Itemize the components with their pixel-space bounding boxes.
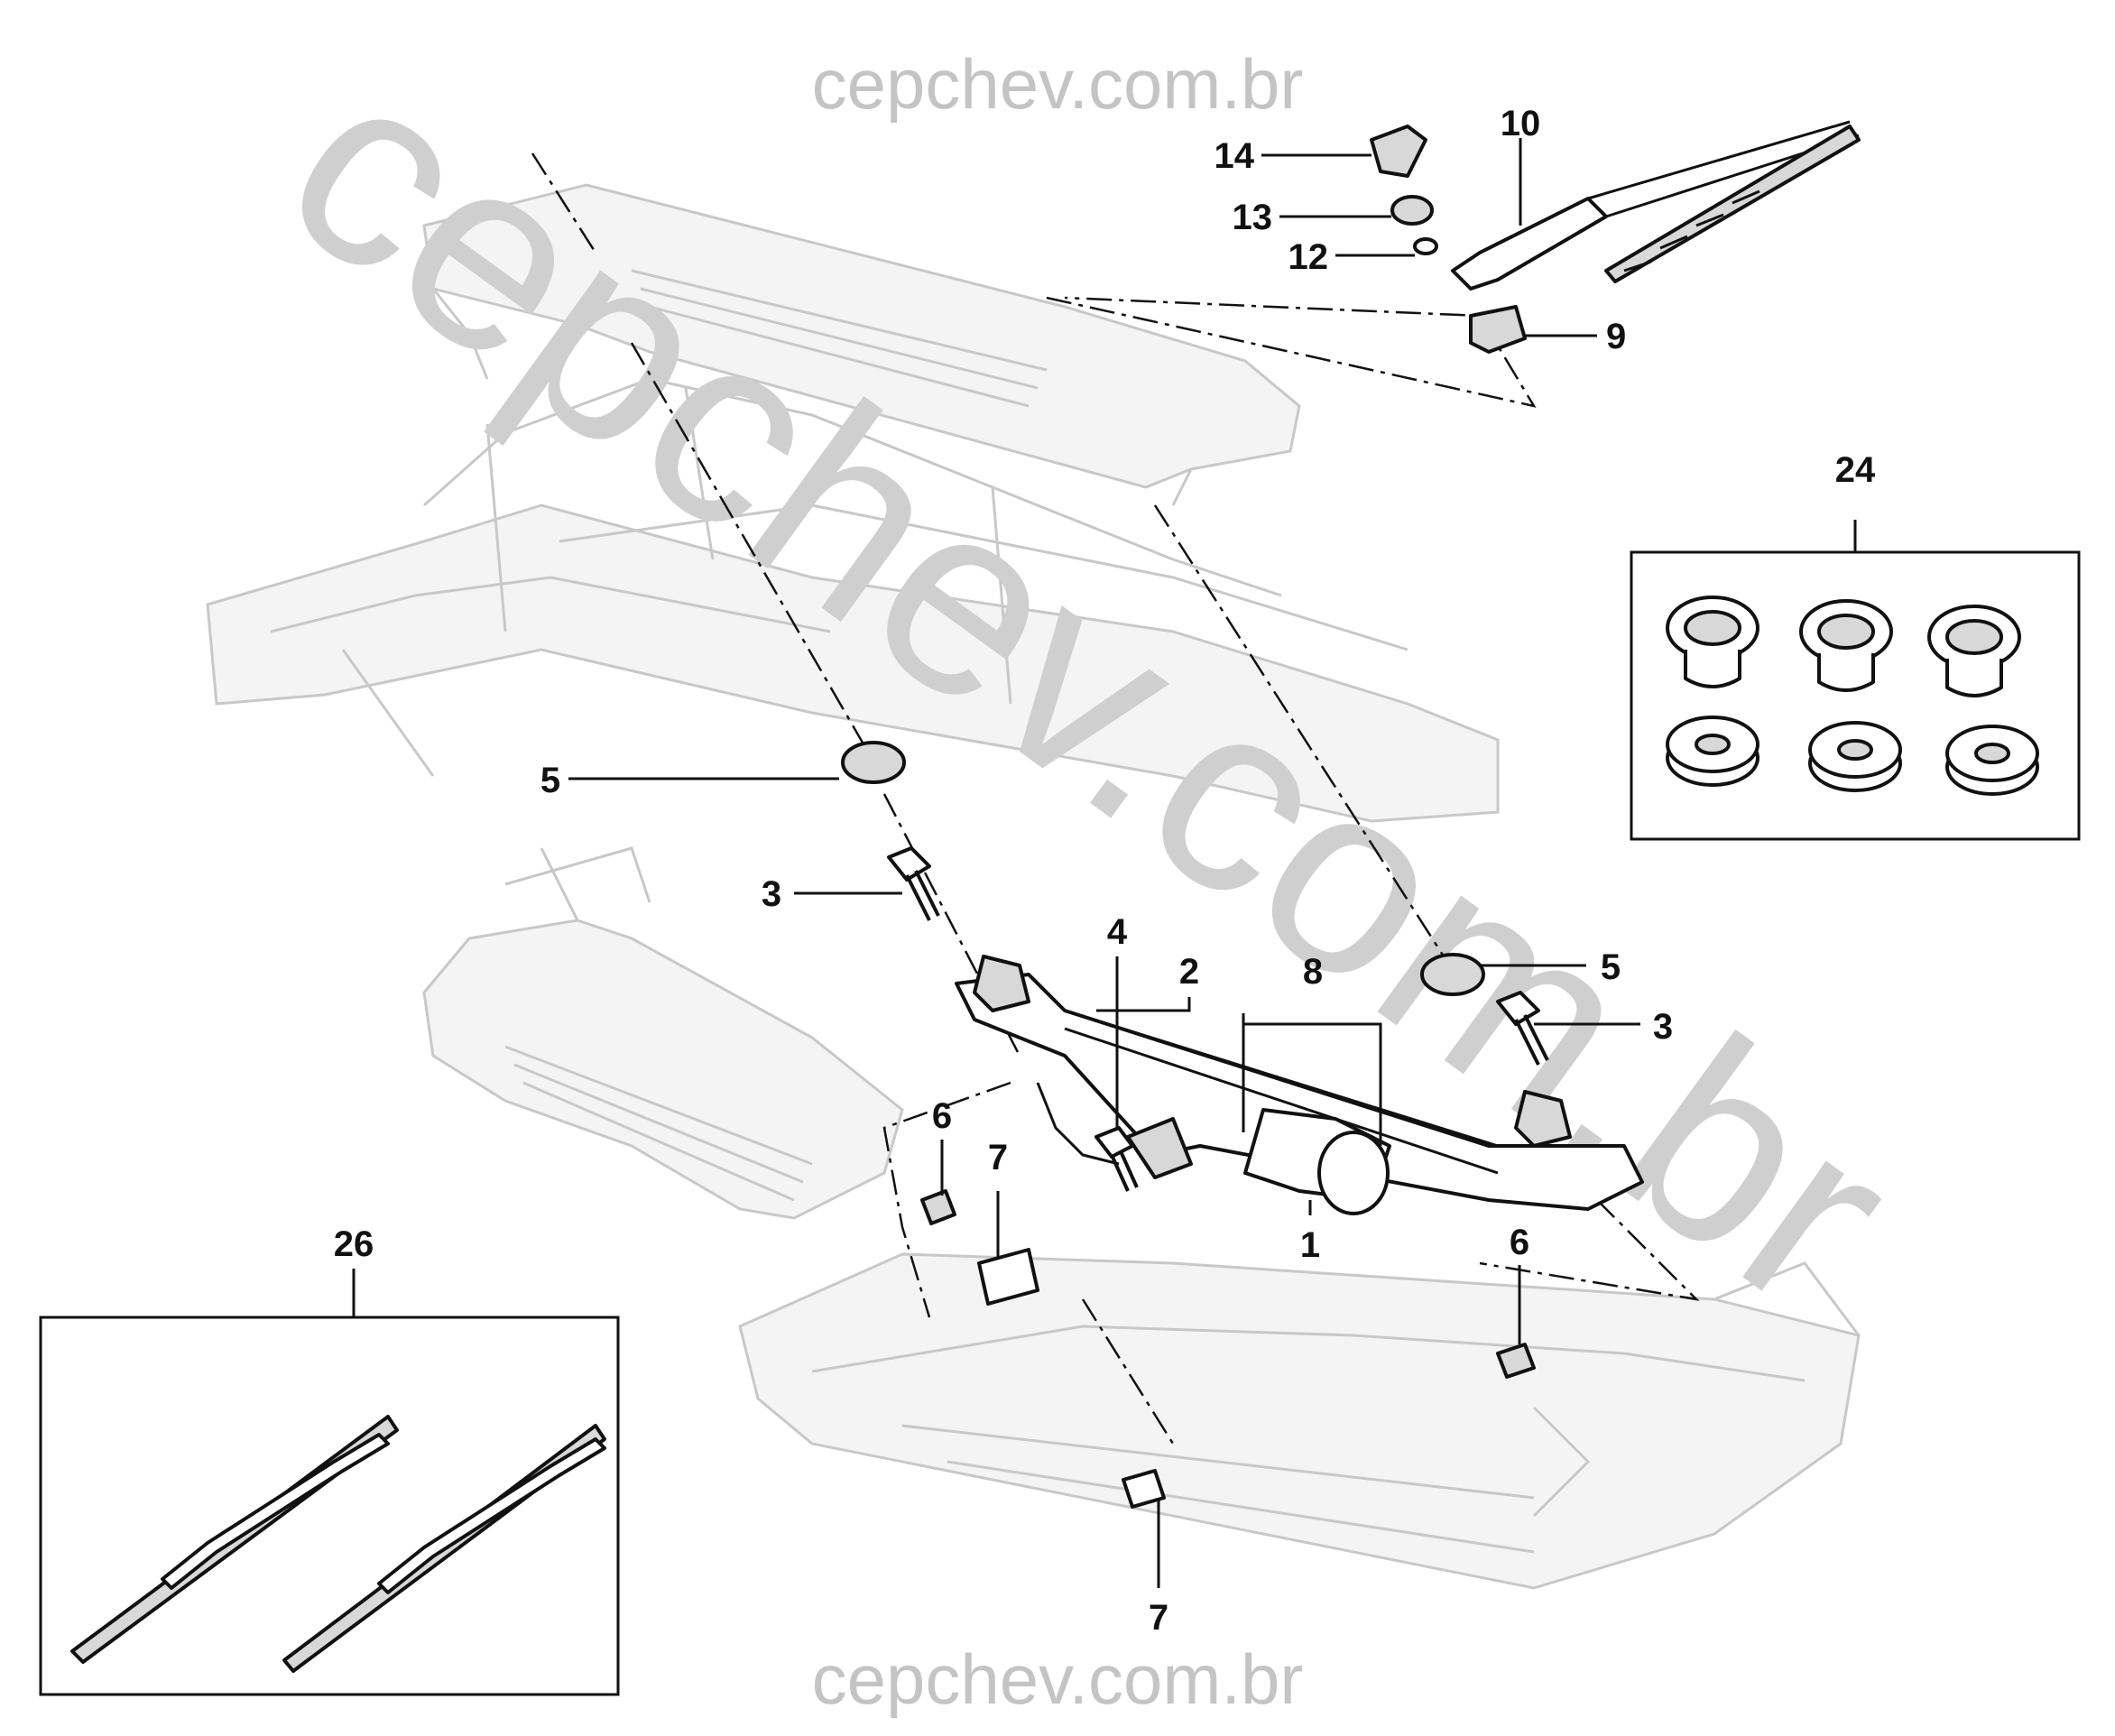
callout-9: 9 (1606, 317, 1626, 356)
leader-lines (352, 138, 1857, 1588)
callout-5-left: 5 (540, 761, 560, 800)
callout-13: 13 (1233, 198, 1273, 237)
callout-12: 12 (1288, 237, 1329, 277)
callout-5-right: 5 (1601, 947, 1621, 987)
cowl-panel-ghost (206, 183, 1500, 823)
callout-8: 8 (1303, 952, 1323, 992)
callout-6-left: 6 (932, 1096, 952, 1136)
callout-24: 24 (1835, 450, 1876, 490)
wiper-linkage-motor (955, 955, 1644, 1215)
grommets-and-bolts (841, 741, 1549, 1192)
callout-10: 10 (1501, 104, 1541, 143)
callout-14: 14 (1215, 136, 1255, 176)
grommet-set (1666, 596, 2039, 796)
callout-26: 26 (334, 1224, 374, 1264)
watermark-bottom: cepchev.com.br (812, 1639, 1304, 1719)
watermark-diagonal: cepchev.com.br (236, 9, 1944, 1367)
callout-4: 4 (1107, 912, 1128, 952)
clips (920, 1189, 1536, 1509)
part-24-box (1630, 550, 2081, 841)
grommet-5-right (1420, 953, 1485, 996)
callout-3-left: 3 (762, 874, 781, 914)
lower-panel-ghost (422, 846, 1861, 1590)
callout-6-right: 6 (1510, 1223, 1529, 1262)
callout-labels: 14 13 12 10 9 24 5 3 4 2 8 5 3 6 7 1 6 2… (334, 104, 1876, 1638)
callout-1: 1 (1300, 1225, 1320, 1265)
callout-7-top: 7 (988, 1138, 1008, 1177)
watermark-top: cepchev.com.br (812, 44, 1304, 124)
callout-2: 2 (1179, 952, 1199, 992)
part-26-box (39, 1316, 620, 1696)
wiper-arm-assembly (1370, 120, 1861, 354)
assembly-lines (531, 152, 1700, 1445)
grommet-5-left (841, 741, 906, 784)
wiper-blades (70, 1415, 606, 1673)
callout-7-bottom: 7 (1149, 1598, 1168, 1638)
callout-3-right: 3 (1653, 1007, 1673, 1047)
